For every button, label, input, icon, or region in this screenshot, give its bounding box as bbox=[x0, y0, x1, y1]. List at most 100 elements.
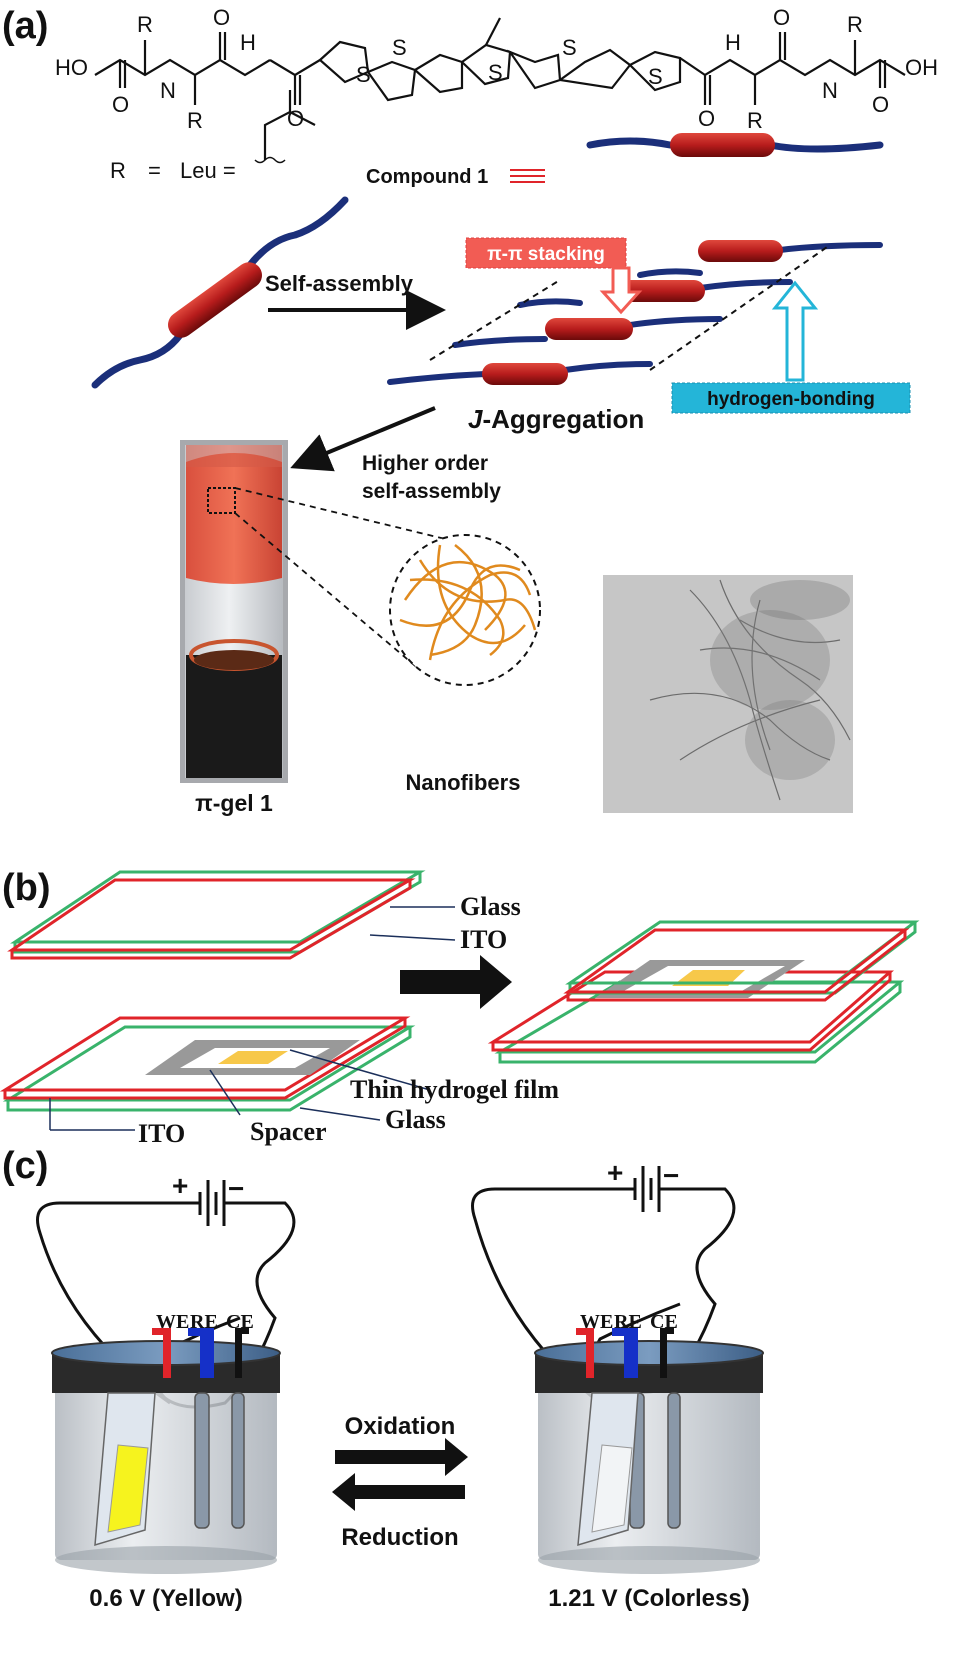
n-label: N bbox=[822, 78, 838, 103]
pi-stacking-label: π-π stacking bbox=[487, 244, 605, 265]
structure-labels: HO O R N O R H O S S S S S H O O R N R O… bbox=[55, 5, 938, 188]
stack-guide-line bbox=[429, 279, 561, 361]
ito-pointer-top bbox=[369, 934, 456, 941]
ce-rod bbox=[667, 1392, 681, 1529]
higher-order-line2: self-assembly bbox=[362, 480, 501, 503]
bottom-plate-pair bbox=[0, 1016, 416, 1112]
j-aggregation-text: -Aggregation bbox=[482, 404, 644, 434]
we-label: WE bbox=[156, 1311, 189, 1333]
s-label: S bbox=[356, 62, 371, 87]
o-label: O bbox=[773, 5, 790, 30]
r-label: R bbox=[137, 12, 153, 37]
o-label: O bbox=[213, 5, 230, 30]
compound-label: Compound 1 bbox=[366, 166, 488, 188]
ce-electrode bbox=[660, 1330, 667, 1378]
self-assembly-label: Self-assembly bbox=[265, 271, 414, 296]
s-label: S bbox=[648, 64, 663, 89]
zoom-line bbox=[234, 512, 421, 671]
top-plate-pair bbox=[7, 870, 426, 960]
glass-bottom-label: Glass bbox=[385, 1105, 446, 1134]
re-electrode bbox=[200, 1328, 214, 1378]
compound-legend-icon bbox=[510, 169, 545, 183]
tem-image bbox=[603, 575, 853, 813]
glass-top-label: Glass bbox=[460, 892, 521, 921]
panel-c-label: (c) bbox=[2, 1145, 48, 1187]
thin-film-label: Thin hydrogel film bbox=[350, 1075, 559, 1104]
ito-top-label: ITO bbox=[460, 925, 507, 954]
re-rod bbox=[194, 1392, 210, 1529]
yellow-film bbox=[107, 1444, 149, 1533]
o-label: O bbox=[287, 106, 304, 131]
r-label: R bbox=[187, 108, 203, 133]
ce-label: CE bbox=[226, 1311, 254, 1333]
stack-row bbox=[637, 240, 883, 278]
panel-a-label: (a) bbox=[2, 5, 48, 47]
battery-icon bbox=[198, 1180, 226, 1226]
minus-sign: − bbox=[228, 1173, 244, 1204]
spacer-pointer bbox=[209, 1069, 241, 1116]
reduction-arrow bbox=[332, 1473, 465, 1511]
re-label: RE bbox=[614, 1311, 642, 1333]
minus-sign: − bbox=[663, 1160, 679, 1191]
plus-sign: + bbox=[607, 1157, 623, 1188]
zoom-box bbox=[207, 487, 236, 514]
n-label: N bbox=[160, 78, 176, 103]
nh-label: H bbox=[725, 30, 741, 55]
ito-bottom-label: ITO bbox=[138, 1119, 185, 1148]
nanofibers-label: Nanofibers bbox=[406, 770, 521, 795]
higher-order-line1: Higher order bbox=[362, 452, 488, 475]
leu-label: Leu = bbox=[180, 158, 236, 183]
r-def-eq: = bbox=[148, 158, 161, 183]
oxidation-label: Oxidation bbox=[345, 1413, 456, 1440]
zoom-line bbox=[234, 487, 471, 546]
stack-row bbox=[387, 361, 653, 385]
oh-label: OH bbox=[905, 55, 938, 80]
film-pointer bbox=[289, 1049, 431, 1091]
ce-rod bbox=[231, 1392, 245, 1529]
oxidation-arrow bbox=[335, 1438, 468, 1476]
reduction-label: Reduction bbox=[341, 1524, 458, 1551]
right-cell: + − WE RE CE bbox=[471, 1157, 764, 1574]
panel-b-label: (b) bbox=[2, 867, 51, 909]
stack-row bbox=[517, 279, 793, 308]
j-prefix: J bbox=[468, 404, 483, 434]
hbond-callout: hydrogen-bonding bbox=[671, 280, 911, 414]
stack-guide-line bbox=[649, 244, 831, 371]
spacer-label: Spacer bbox=[250, 1117, 327, 1146]
ce-electrode bbox=[235, 1330, 242, 1378]
ce-label: CE bbox=[650, 1311, 678, 1333]
o-label: O bbox=[112, 92, 129, 117]
j-aggregation-label: J-Aggregation bbox=[468, 404, 644, 434]
stacked-molecules bbox=[387, 240, 883, 385]
single-molecule bbox=[91, 196, 349, 389]
chemical-structure bbox=[94, 17, 906, 164]
ho-label: HO bbox=[55, 55, 88, 80]
left-cell: + − WE RE CE bbox=[36, 1170, 296, 1574]
re-label: RE bbox=[190, 1311, 218, 1333]
compound-molecule bbox=[586, 133, 884, 157]
s-label: S bbox=[562, 35, 577, 60]
o-label: O bbox=[698, 106, 715, 131]
o-label: O bbox=[872, 92, 889, 117]
we-electrode bbox=[586, 1328, 594, 1378]
colorless-film bbox=[591, 1444, 633, 1533]
re-electrode bbox=[624, 1328, 638, 1378]
nanofibers-icon bbox=[399, 544, 537, 661]
hbond-arrow-icon bbox=[771, 280, 819, 382]
stack-row bbox=[452, 316, 723, 348]
s-label: S bbox=[488, 60, 503, 85]
gel-vial-photo bbox=[180, 440, 288, 783]
pi-stacking-arrow-icon bbox=[599, 266, 643, 315]
we-label: WE bbox=[580, 1311, 613, 1333]
right-caption: 1.21 V (Colorless) bbox=[548, 1585, 749, 1612]
assembled-device bbox=[487, 920, 920, 1064]
glass-pointer-bottom bbox=[299, 1107, 381, 1121]
we-electrode bbox=[163, 1328, 171, 1378]
nanofiber-zoom-circle bbox=[389, 534, 541, 686]
r-def-label: R bbox=[110, 158, 126, 183]
nh-label: H bbox=[240, 30, 256, 55]
r-label: R bbox=[747, 108, 763, 133]
gel-label: π-gel 1 bbox=[195, 790, 273, 816]
assembly-arrow bbox=[400, 955, 512, 1009]
